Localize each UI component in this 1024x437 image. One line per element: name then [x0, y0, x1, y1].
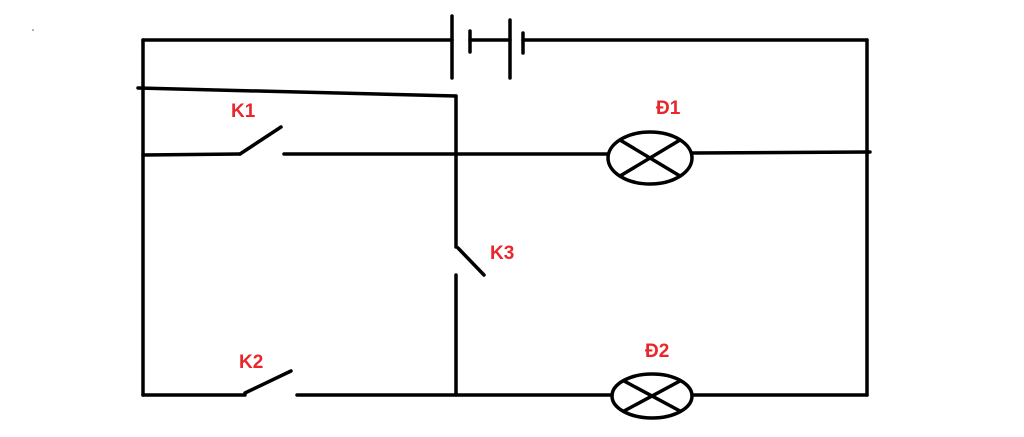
- label-k3: K3: [490, 243, 514, 264]
- label-k1: K1: [231, 101, 256, 122]
- label-d1: Đ1: [656, 98, 681, 119]
- lamp-d2: [610, 372, 694, 420]
- switch-k1: [238, 125, 283, 156]
- switch-k3: [456, 246, 486, 277]
- label-d2: Đ2: [645, 341, 669, 362]
- stray-dot: [32, 29, 34, 31]
- label-k2: K2: [239, 352, 263, 373]
- cross-wire: [136, 86, 458, 397]
- battery: [450, 14, 525, 80]
- middle-row-wire: [141, 150, 872, 157]
- lamp-d1: [606, 130, 694, 186]
- switch-k2: [243, 369, 293, 395]
